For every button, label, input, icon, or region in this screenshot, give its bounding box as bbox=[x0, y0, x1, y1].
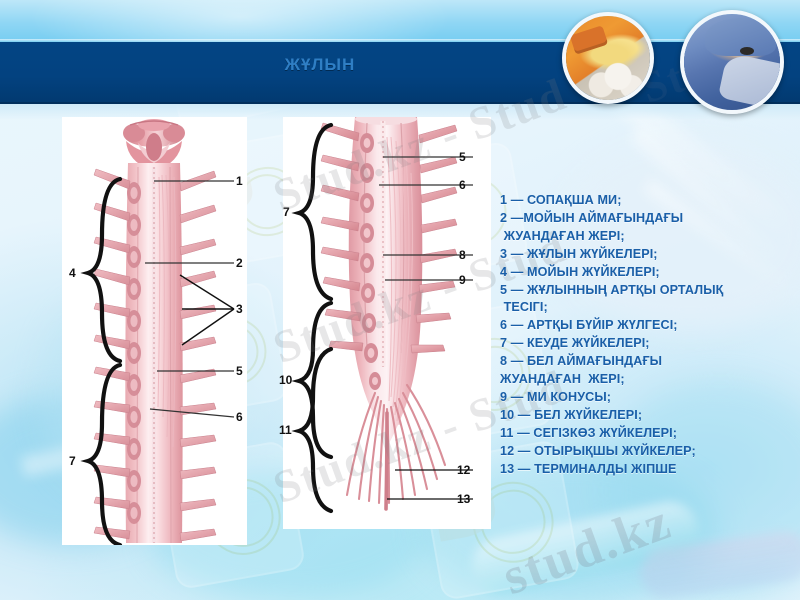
surgeon-photo bbox=[680, 10, 784, 114]
label-1: 1 bbox=[236, 174, 243, 188]
filum-terminale bbox=[384, 411, 389, 511]
brace-label-7: 7 bbox=[283, 205, 290, 219]
label-5: 5 bbox=[236, 364, 243, 378]
legend-line: 5 — ЖҰЛЫННЫҢ АРТҚЫ ОРТАЛЫҚ bbox=[500, 282, 724, 297]
brace-label-11: 11 bbox=[279, 423, 292, 437]
label-5: 5 bbox=[459, 150, 466, 164]
header-top-strip bbox=[0, 0, 800, 42]
background-blur-shape bbox=[560, 140, 800, 330]
label-12: 12 bbox=[457, 463, 471, 477]
diagram-left-panel: 1 2 3 5 6 4 7 bbox=[62, 117, 247, 545]
spinal-cord-lower-illustration bbox=[291, 117, 473, 514]
brace-label-7: 7 bbox=[69, 454, 76, 468]
legend-line: 9 — МИ КОНУСЫ; bbox=[500, 389, 612, 404]
label-3: 3 bbox=[236, 302, 243, 316]
brace-4 bbox=[80, 176, 123, 364]
header-title-band bbox=[0, 42, 800, 104]
pill-bottle-photo bbox=[562, 12, 654, 104]
brace-7 bbox=[291, 122, 334, 302]
page-title: ЖҰЛЫН bbox=[284, 55, 356, 74]
legend-line: 6 — АРТҚЫ БҮЙІР ЖҮЛГЕСІ; bbox=[500, 318, 678, 333]
brace-7 bbox=[80, 362, 123, 545]
legend-line: 13 — ТЕРМИНАЛДЫ ЖІПШЕ bbox=[500, 461, 677, 476]
spinal-cord-upper-illustration bbox=[80, 119, 235, 545]
label-2: 2 bbox=[236, 256, 243, 270]
legend-line: ЖУАНДАҒАН ЖЕРІ; bbox=[500, 228, 625, 243]
diagram-right-panel: 5 6 8 9 12 13 7 10 11 bbox=[279, 117, 491, 529]
legend-line: 1 — СОПАҚША МИ; bbox=[500, 193, 622, 207]
legend-line: 11 — СЕГІЗКӨЗ ЖҮЙКЕЛЕРІ; bbox=[500, 425, 678, 440]
label-8: 8 bbox=[459, 248, 466, 262]
label-6: 6 bbox=[236, 410, 243, 424]
brace-label-10: 10 bbox=[279, 373, 293, 387]
legend-line: 2 —МОЙЫН АЙМАҒЫНДАҒЫ bbox=[500, 210, 684, 225]
legend-list: 1 — СОПАҚША МИ; 2 —МОЙЫН АЙМАҒЫНДАҒЫ ЖУА… bbox=[500, 192, 796, 479]
legend-line: ТЕСІГІ; bbox=[500, 300, 548, 315]
brace-10 bbox=[291, 300, 334, 460]
legend-line: 7 — КЕУДЕ ЖҮЙКЕЛЕРІ; bbox=[500, 336, 650, 351]
legend-line: 8 — БЕЛ АЙМАҒЫНДАҒЫ bbox=[500, 354, 663, 369]
header-bottom-strip bbox=[0, 104, 800, 120]
brace-11 bbox=[291, 346, 334, 514]
legend-line: 4 — МОЙЫН ЖҮЙКЕЛЕРІ; bbox=[500, 264, 660, 279]
legend-line: 12 — ОТЫРЫҚШЫ ЖҮЙКЕЛЕР; bbox=[500, 443, 696, 458]
legend-line: 3 — ЖҰЛЫН ЖҮЙКЕЛЕРІ; bbox=[500, 246, 658, 261]
legend-line: 10 — БЕЛ ЖҮЙКЕЛЕРІ; bbox=[500, 407, 643, 422]
label-6: 6 bbox=[459, 178, 466, 192]
brace-label-4: 4 bbox=[69, 266, 76, 280]
legend-line: ЖУАНДАҒАН ЖЕРІ; bbox=[500, 372, 625, 387]
label-13: 13 bbox=[457, 492, 471, 506]
label-9: 9 bbox=[459, 273, 466, 287]
